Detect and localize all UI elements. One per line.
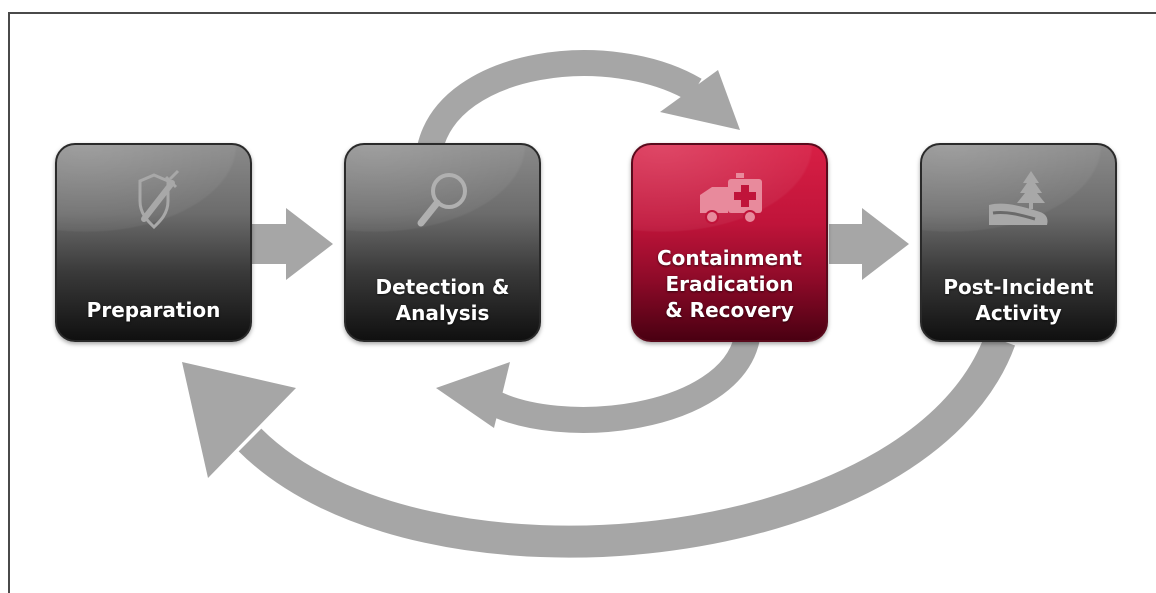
stage-label: Detection & Analysis <box>375 275 510 325</box>
magnifier-icon <box>417 173 467 227</box>
stage-detection-analysis: Detection & Analysis <box>344 143 541 342</box>
arrow-post-incident-to-preparation <box>182 334 1016 558</box>
stage-preparation: Preparation <box>55 143 252 342</box>
arrow-preparation-to-detection <box>252 208 333 280</box>
ambulance-icon <box>699 173 762 224</box>
arrow-containment-to-post-incident <box>829 208 909 280</box>
stage-containment-eradication-recovery: Containment Eradication & Recovery <box>631 143 828 342</box>
stage-post-incident-activity: Post-Incident Activity <box>920 143 1117 342</box>
arrow-detection-to-containment <box>417 50 740 152</box>
tree-road-icon <box>988 171 1048 225</box>
stage-label: Containment Eradication & Recovery <box>656 246 802 322</box>
shield-syringe-icon <box>138 169 179 230</box>
stage-label: Preparation <box>86 298 221 322</box>
diagram-frame <box>8 12 1156 593</box>
stage-label: Post-Incident Activity <box>943 275 1094 325</box>
arrow-containment-to-detection <box>436 334 760 433</box>
